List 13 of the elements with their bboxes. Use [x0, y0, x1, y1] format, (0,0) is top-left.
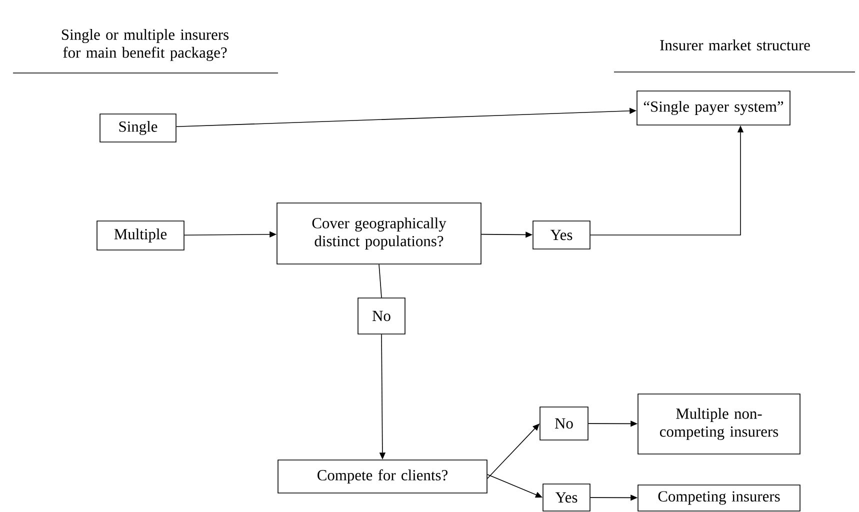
process-box: “Single payer system” — [636, 90, 790, 126]
process-box: No — [358, 298, 406, 334]
process-box: Competing insurers — [638, 484, 800, 512]
process-box: Compete for clients? — [278, 460, 488, 494]
process-box: Multiple non-competing insurers — [638, 394, 800, 454]
column-heading: Insurer market structure — [660, 40, 810, 50]
process-box: Multiple — [96, 220, 184, 250]
process-box: Single — [100, 114, 176, 142]
process-box: No — [540, 406, 588, 440]
process-box: Cover geographically distinct populations? — [276, 202, 482, 264]
process-box: Yes — [542, 484, 590, 512]
column-heading: Single or multiple insurers for main benefit package? — [62, 29, 229, 61]
process-box: Yes — [532, 220, 590, 250]
